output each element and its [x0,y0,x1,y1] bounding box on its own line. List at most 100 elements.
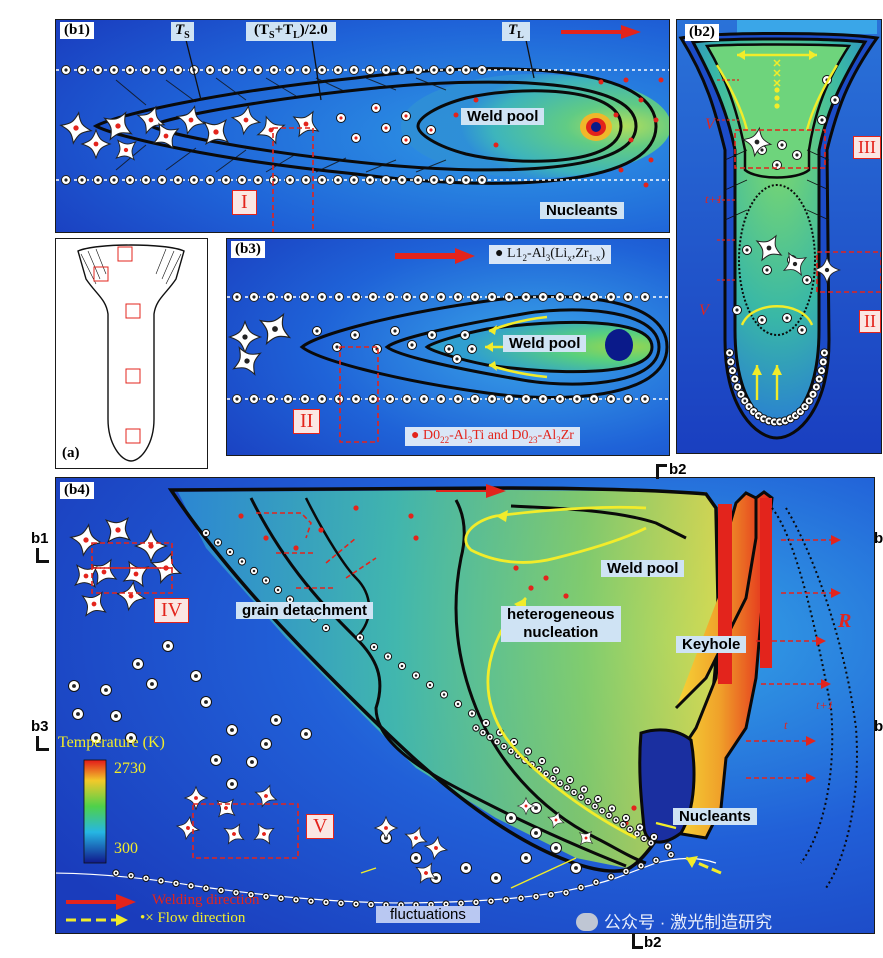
nucleant-particle-core [474,726,478,730]
base-grain-core [388,295,392,299]
nucleant-particle-core [384,126,388,130]
nucleant-particle-core [574,866,578,870]
base-grain-core [416,178,420,182]
section-b1-left: b1 [31,530,49,547]
fusion-boundary-grain-core [369,903,373,906]
nucleant-particle-core [230,728,234,732]
nucleant-particle-core [607,814,611,817]
base-grain-core [524,295,528,299]
base-grain-core [807,399,811,403]
d0-sub3: 23 [528,434,538,445]
base-grain-core [256,178,260,182]
l12-e: ) [600,246,606,261]
nucleant-particle-core [194,674,198,678]
base-grain-core [811,392,815,396]
d0-a: D0 [422,428,441,443]
base-grain-core [480,68,484,72]
nucleant-particle-core [554,769,558,772]
nucleant-particle-core [129,736,133,740]
nucleant-particle-core [805,278,809,282]
nucleant-particle-core [240,560,244,563]
nucleant-particle-core [502,745,506,748]
base-grain-core [224,178,228,182]
base-grain-core [269,397,273,401]
nucleant-particle-core [484,721,488,725]
panel-id-a: (a) [60,445,82,462]
fusion-boundary-grain-core [579,886,583,889]
box-label-ii-b2: II [859,310,881,333]
t1-label-b4: t+1 [816,698,834,712]
red-nucleant [543,575,549,581]
base-grain-core [609,295,613,299]
flow-dot-icon: •× [140,910,154,926]
d0-d: -Al [537,428,557,443]
fusion-boundary-grain-core [504,898,508,901]
nucleant-particle-core [614,818,618,822]
equiaxed-grain [223,823,245,845]
d0-c: Ti and D0 [472,428,529,443]
r-label: R [838,610,852,632]
nucleant-particle-core [324,626,328,630]
section-b2-bottom-bracket [632,934,643,949]
nucleant-particle-core [596,797,600,801]
base-grain-core [405,295,409,299]
base-grain-core [798,410,802,414]
nucleant-particle-core [354,136,358,140]
base-grain-core [439,295,443,299]
nucleant-particle-core [610,807,614,810]
nucleant-particle-core [335,345,339,349]
nucleants-label-b4: Nucleants [673,808,757,825]
red-nucleant [658,77,664,83]
nucleant-particle-core [558,782,562,785]
ts-label: TS [171,22,194,41]
fusion-boundary-grain-core [129,874,133,877]
equiaxed-grain [202,118,230,146]
base-grain-core [592,295,596,299]
nucleant-particle-core [534,806,538,810]
base-grain-core [303,397,307,401]
base-grain-core [337,397,341,401]
base-grain-core [336,68,340,72]
base-grain-core [762,417,766,421]
base-grain-core [269,295,273,299]
watermark: 公众号 · 激光制造研究 [576,908,772,933]
panel-b2: (b2) III II t+1 V V [676,19,882,454]
nucleant-particle-core [565,786,569,789]
weld-pool-label-b4: Weld pool [601,560,685,577]
equiaxed-grain [404,826,428,850]
fusion-boundary-grain-core [339,902,343,905]
nucleant-particle-core [593,805,597,808]
base-grain-core [416,68,420,72]
tl-sub: L [517,30,524,41]
equiaxed-grain [812,255,842,285]
base-grain-core [368,178,372,182]
base-grain-core [728,351,731,355]
base-grain-core [778,420,782,424]
mid-tail: )/2.0 [299,22,328,38]
fusion-boundary-grain-core [594,881,598,884]
fusion-boundary-grain-core [609,875,613,879]
base-grain-core [480,178,484,182]
nucleant-particle-core [414,674,418,677]
base-grain-core [96,68,100,72]
fusion-boundary-grain-core [234,891,238,894]
fusion-boundary-grain-core [624,870,628,873]
red-nucleant [473,97,479,103]
equiaxed-grain [59,111,93,145]
nucleant-particle-core [216,541,220,544]
base-grain-core [224,68,228,72]
temp-title: Temperature (K) [58,734,165,751]
nucleant-particle-core [785,316,789,320]
base-grain-core [286,295,290,299]
equiaxed-grain [80,128,112,160]
base-grain-core [541,295,545,299]
base-grain-core [354,295,358,299]
legend-l12: ● L12-Al3(Lix,Zr1-x) [489,245,612,264]
base-grain-core [558,295,562,299]
nucleant-particle-core [586,800,590,803]
nucleant-particle-core [624,816,628,820]
nucleant-particle-core [393,329,397,333]
nucleant-particle-core [537,768,541,771]
fusion-boundary-grain-core [384,903,388,907]
base-grain-core [388,397,392,401]
